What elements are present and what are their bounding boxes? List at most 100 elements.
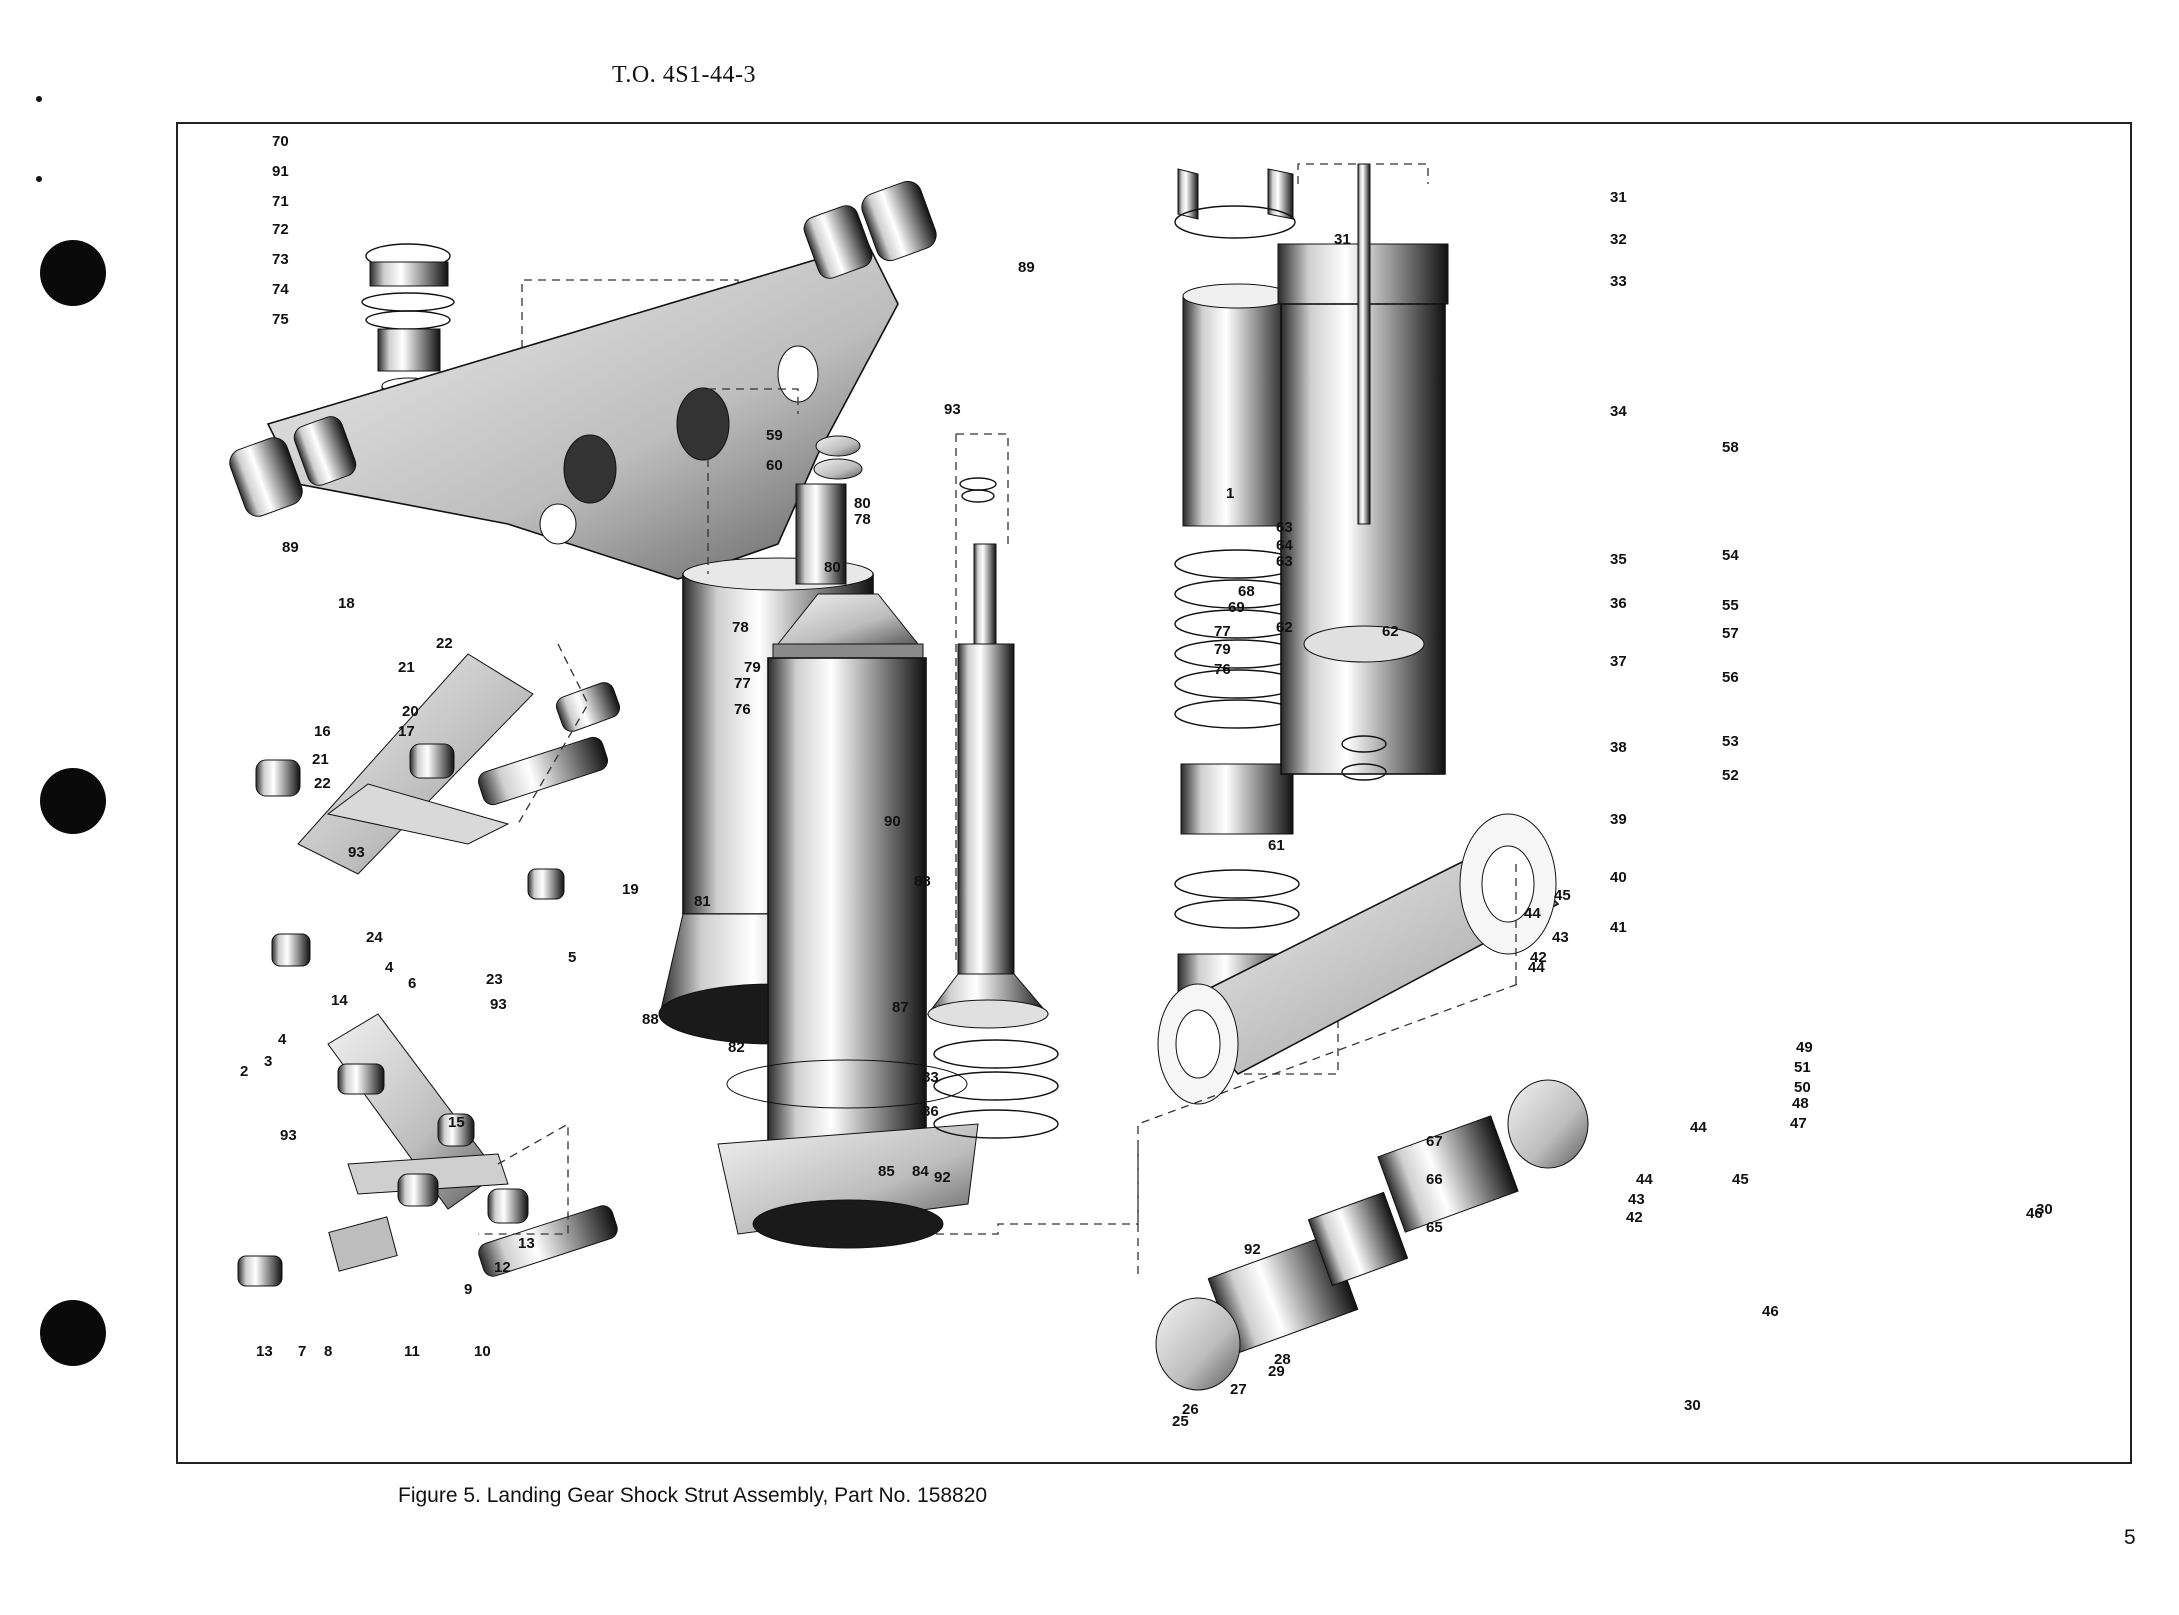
part-callout: 38 — [1610, 739, 1627, 756]
part-callout: 47 — [1790, 1115, 1807, 1132]
part-callout: 78 — [732, 619, 749, 636]
part-callout: 45 — [1732, 1171, 1749, 1188]
part-callout: 79 — [744, 659, 761, 676]
part-callout: 37 — [1610, 653, 1627, 670]
part-callout: 6 — [408, 975, 416, 992]
part-callout: 30 — [1684, 1397, 1701, 1414]
part-callout: 50 — [1794, 1079, 1811, 1096]
part-callout: 88 — [914, 873, 931, 890]
part-callout: 8 — [324, 1343, 332, 1360]
part-callout: 73 — [272, 251, 289, 268]
part-callout: 91 — [272, 163, 289, 180]
part-callout: 5 — [568, 949, 576, 966]
part-callout: 79 — [1214, 641, 1231, 658]
part-callout: 43 — [1552, 929, 1569, 946]
part-callout: 88 — [642, 1011, 659, 1028]
part-callout: 87 — [892, 999, 909, 1016]
part-callout: 83 — [922, 1069, 939, 1086]
part-callout: 93 — [348, 844, 365, 861]
part-callout: 78 — [854, 511, 871, 528]
part-callout: 93 — [280, 1127, 297, 1144]
binder-hole — [40, 768, 106, 834]
part-callout: 9 — [464, 1281, 472, 1298]
margin-mark — [36, 176, 42, 182]
part-callout: 13 — [518, 1235, 535, 1252]
part-callout: 28 — [1274, 1351, 1291, 1368]
part-callout: 42 — [1626, 1209, 1643, 1226]
part-callout: 77 — [734, 675, 751, 692]
part-callout: 58 — [1722, 439, 1739, 456]
part-callout: 4 — [385, 959, 394, 976]
part-callout: 93 — [944, 401, 961, 418]
inner-cylinder — [1277, 163, 1449, 781]
part-callout: 80 — [824, 559, 841, 576]
part-callout: 24 — [366, 929, 383, 946]
part-callout: 44 — [1524, 905, 1541, 922]
part-callout: 35 — [1610, 551, 1627, 568]
part-callout: 52 — [1722, 767, 1739, 784]
part-callout: 13 — [256, 1343, 273, 1360]
axle-housing — [1155, 813, 1589, 1391]
part-callout: 12 — [494, 1259, 511, 1276]
part-callout: 7 — [298, 1343, 306, 1360]
part-callout: 2 — [240, 1063, 248, 1080]
part-callout: 21 — [312, 751, 329, 768]
part-callout: 34 — [1610, 403, 1627, 420]
part-callout: 64 — [1276, 537, 1293, 554]
part-callout: 89 — [282, 539, 299, 556]
part-callout: 17 — [398, 723, 415, 740]
part-callout: 27 — [1230, 1381, 1247, 1398]
part-callout: 44 — [1690, 1119, 1707, 1136]
part-callout: 46 — [1762, 1303, 1779, 1320]
trunnion-housing — [229, 180, 937, 1045]
part-callout: 61 — [1268, 837, 1285, 854]
part-callout: 92 — [934, 1169, 951, 1186]
part-callout: 86 — [922, 1103, 939, 1120]
part-callout: 74 — [272, 281, 289, 298]
piston-tube — [927, 477, 1059, 1139]
callout-labels: 7091717273747589938918222120171621229319… — [240, 133, 2053, 1430]
part-callout: 62 — [1382, 623, 1399, 640]
part-callout: 33 — [1610, 273, 1627, 290]
part-callout: 66 — [1426, 1171, 1443, 1188]
part-callout: 32 — [1610, 231, 1627, 248]
part-callout: 90 — [884, 813, 901, 830]
part-callout: 44 — [1636, 1171, 1653, 1188]
part-callout: 82 — [728, 1039, 745, 1056]
part-callout: 59 — [766, 427, 783, 444]
binder-hole — [40, 1300, 106, 1366]
part-callout: 15 — [448, 1114, 465, 1131]
part-callout: 31 — [1610, 189, 1627, 206]
document-number: T.O. 4S1-44-3 — [612, 62, 757, 88]
part-callout: 30 — [2036, 1201, 2053, 1218]
part-callout: 42 — [1530, 949, 1547, 966]
torque-link-arms — [237, 653, 621, 1287]
part-callout: 62 — [1276, 619, 1293, 636]
part-callout: 11 — [404, 1343, 420, 1360]
part-callout: 22 — [314, 775, 331, 792]
part-callout: 51 — [1794, 1059, 1811, 1076]
part-callout: 36 — [1610, 595, 1627, 612]
part-callout: 63 — [1276, 519, 1293, 536]
part-callout: 65 — [1426, 1219, 1443, 1236]
exploded-view-illustration: 7091717273747589938918222120171621229319… — [229, 133, 2053, 1430]
part-callout: 48 — [1792, 1095, 1809, 1112]
part-callout: 69 — [1228, 599, 1245, 616]
part-callout: 70 — [272, 133, 289, 150]
part-callout: 1 — [1226, 485, 1234, 502]
part-callout: 72 — [272, 221, 289, 238]
part-callout: 56 — [1722, 669, 1739, 686]
part-callout: 53 — [1722, 733, 1739, 750]
part-callout: 43 — [1628, 1191, 1645, 1208]
part-callout: 29 — [1268, 1363, 1285, 1380]
part-callout: 84 — [912, 1163, 929, 1180]
part-callout: 18 — [338, 595, 355, 612]
part-callout: 31 — [1334, 231, 1351, 248]
part-callout: 63 — [1276, 553, 1293, 570]
figure-caption: Figure 5. Landing Gear Shock Strut Assem… — [398, 1484, 988, 1507]
part-callout: 3 — [264, 1053, 272, 1070]
part-callout: 77 — [1214, 623, 1231, 640]
part-callout: 40 — [1610, 869, 1627, 886]
